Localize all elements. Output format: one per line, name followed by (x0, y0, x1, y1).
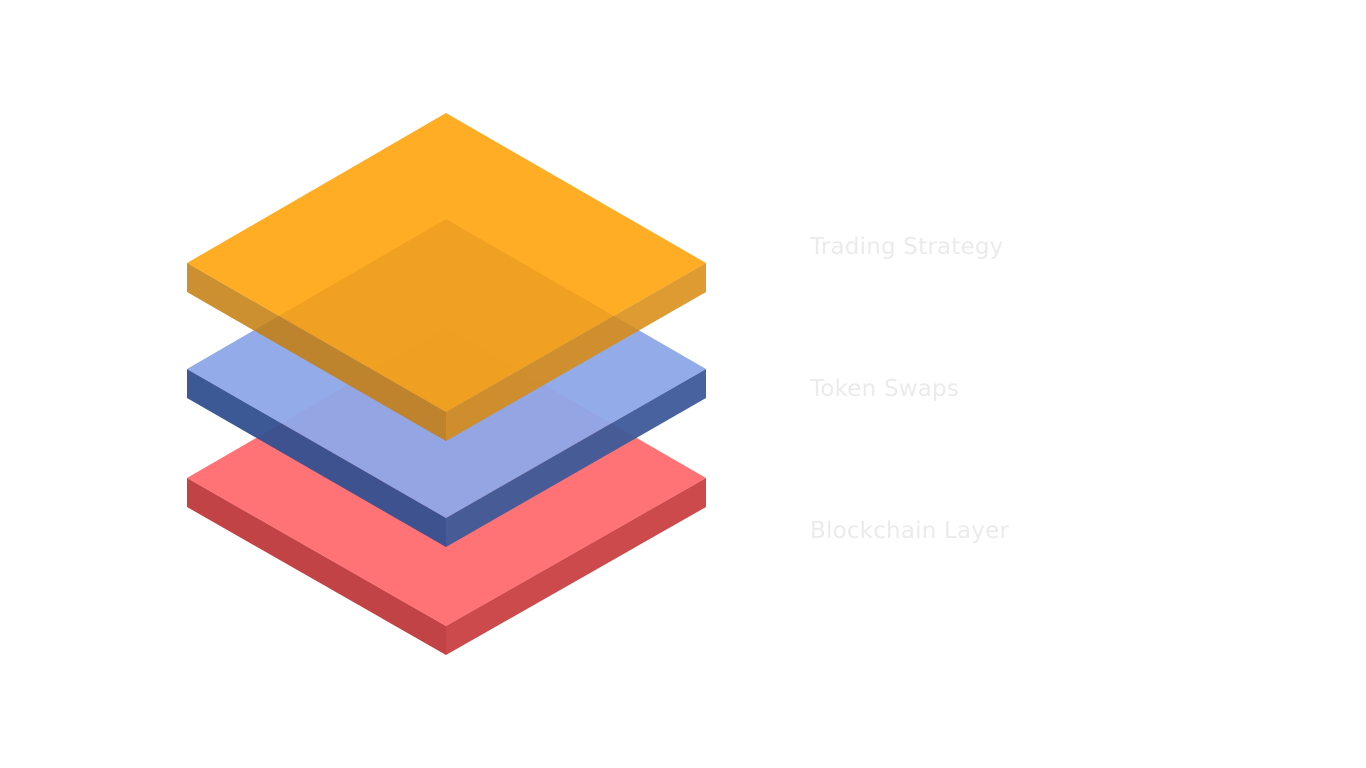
blockchain-layer-label: Blockchain Layer (810, 520, 1009, 543)
trading-strategy-label: Trading Strategy (810, 236, 1003, 259)
token-swaps-label: Token Swaps (810, 378, 959, 401)
